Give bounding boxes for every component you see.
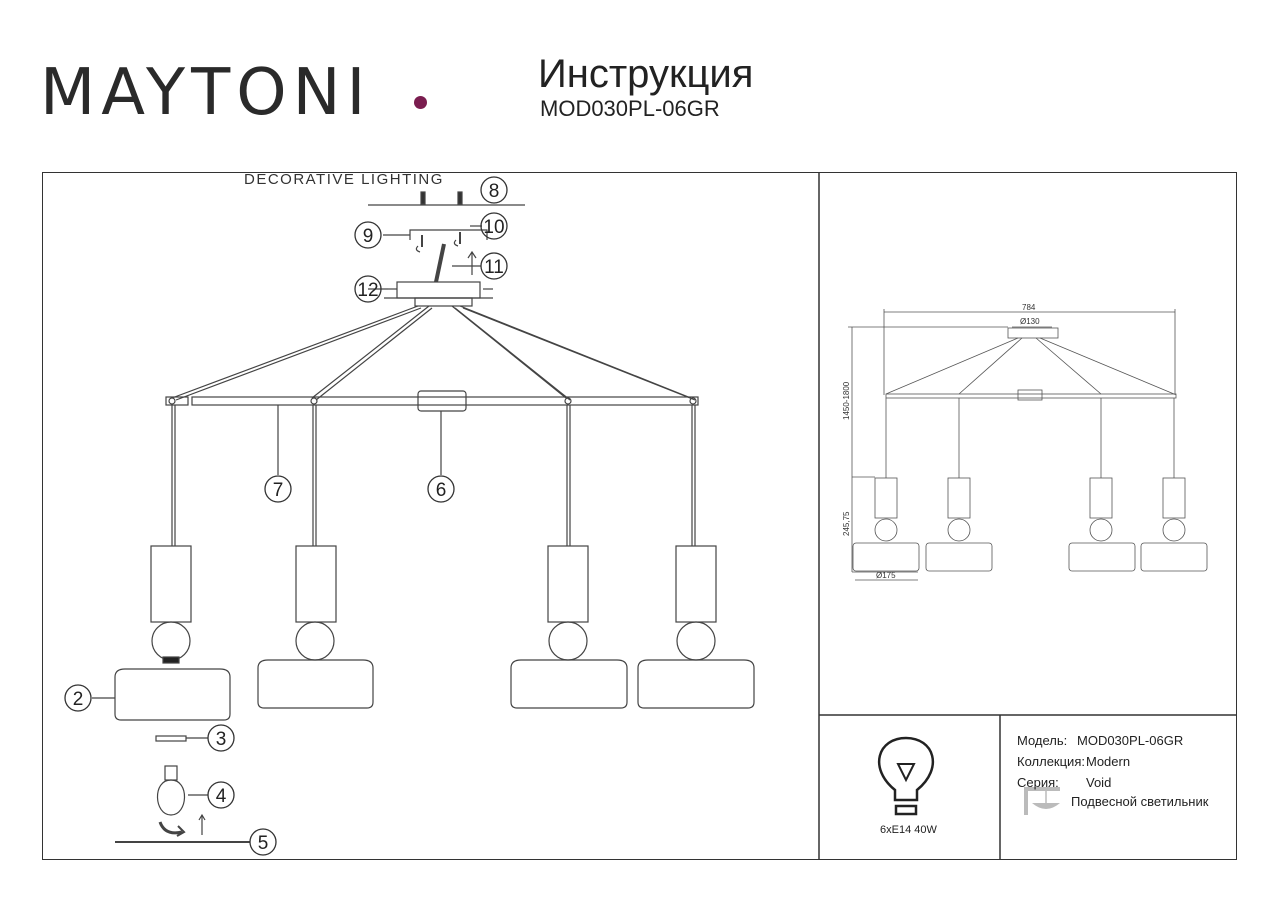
callout-7: 7 xyxy=(273,480,284,501)
drawing-frame xyxy=(42,172,1237,860)
dim-height: 1450-1800 xyxy=(842,381,851,420)
info-collection-label: Коллекция: xyxy=(1017,754,1085,769)
callout-9: 9 xyxy=(363,226,374,247)
callout-5: 5 xyxy=(258,833,269,854)
info-collection-value: Modern xyxy=(1086,754,1131,769)
info-series-label: Серия: xyxy=(1017,775,1059,790)
info-model-value: MOD030PL-06GR xyxy=(1077,733,1184,748)
brand-tagline: DECORATIVE LIGHTING xyxy=(244,171,444,188)
bulb-icon xyxy=(877,736,935,816)
pendant-lamp-icon xyxy=(1024,787,1060,815)
page-title: Инструкция xyxy=(538,52,754,96)
info-model-label: Модель: xyxy=(1017,733,1068,748)
callout-6: 6 xyxy=(436,480,447,501)
info-series-value: Void xyxy=(1086,775,1112,790)
bulb-install xyxy=(115,765,250,843)
dim-pendant: 245,75 xyxy=(842,511,851,536)
brand-dot-icon xyxy=(414,96,427,109)
frame-bar xyxy=(165,390,699,475)
dim-shade: Ø175 xyxy=(876,571,896,580)
callout-10: 10 xyxy=(483,217,504,238)
callout-11: 11 xyxy=(484,257,504,278)
callout-4: 4 xyxy=(216,786,227,807)
info-type-value: Подвесной светильник xyxy=(1071,794,1209,809)
callout-3: 3 xyxy=(216,729,227,750)
brand-logo: MAYTONI DECORATIVE LIGHTING xyxy=(40,44,442,188)
callout-leaders xyxy=(92,225,482,843)
callout-12: 12 xyxy=(357,280,378,301)
dim-width: 784 xyxy=(1022,303,1036,312)
bulb-spec: 6xE14 40W xyxy=(880,824,937,836)
dimension-drawing xyxy=(848,309,1208,581)
model-title: MOD030PL-06GR xyxy=(540,96,720,121)
callout-8: 8 xyxy=(489,181,500,202)
mounting-parts xyxy=(368,191,525,307)
pendant-lamps xyxy=(114,405,755,742)
brand-name: MAYTONI xyxy=(40,56,372,130)
callout-circles xyxy=(64,176,508,856)
suspension-cables xyxy=(171,305,696,401)
dim-canopy: Ø130 xyxy=(1020,317,1040,326)
callout-2: 2 xyxy=(73,689,84,710)
